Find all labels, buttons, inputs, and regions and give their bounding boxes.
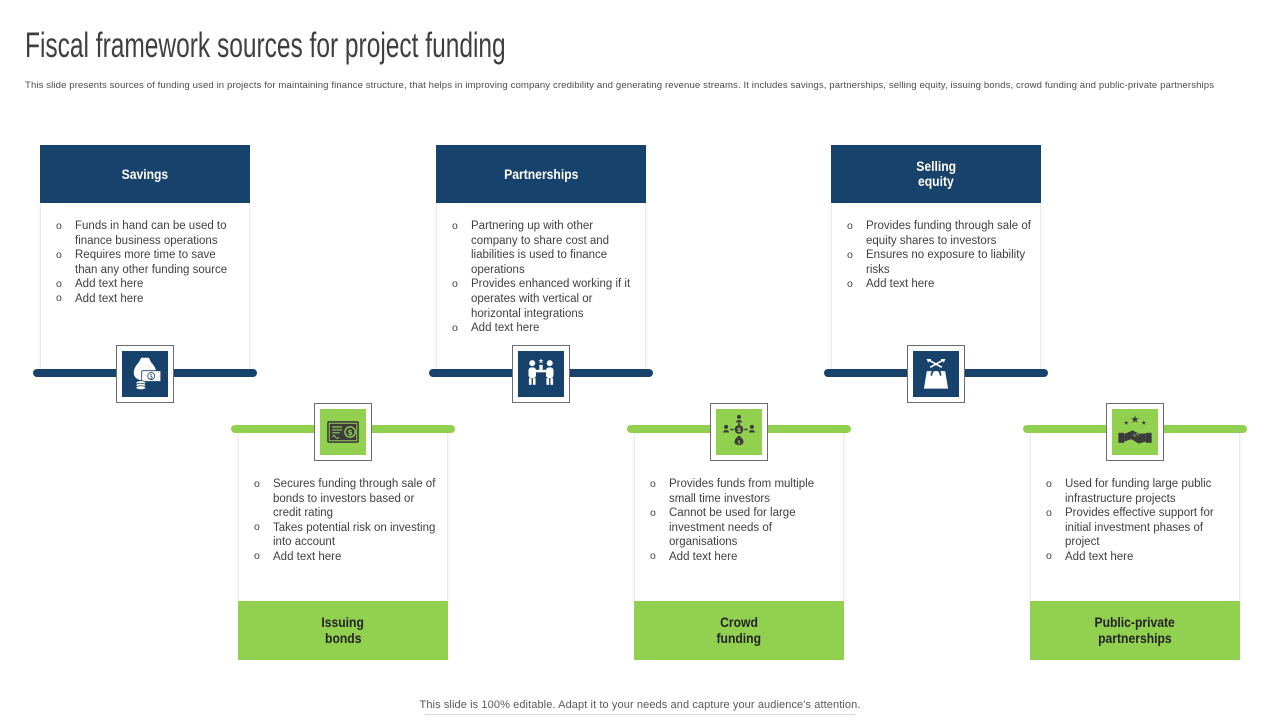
icon-frame [512,345,570,403]
bullet-item: Funds in hand can be used to finance bus… [55,218,241,248]
bullet-item: Provides effective support for initial i… [1045,506,1231,550]
card-footer-public-private: Public-private partnerships [1030,601,1240,660]
bullet-item: Provides funds from multiple small time … [649,476,835,506]
card-body: Used for funding large public infrastruc… [1030,433,1240,601]
icon-frame: $ [314,403,372,461]
svg-text:$: $ [737,440,740,446]
card-title-line2: bonds [324,630,362,646]
icon-tile [518,351,564,397]
card-body: Secures funding through sale of bonds to… [238,433,448,601]
card-savings: Savings Funds in hand can be used to fin… [33,145,257,403]
bullet-item: Add text here [649,549,835,565]
bullet-list: Funds in hand can be used to finance bus… [55,218,241,307]
card-body: Provides funding through sale of equity … [831,203,1041,373]
money-bag-icon: $ [133,357,162,391]
card-body: Funds in hand can be used to finance bus… [40,203,250,373]
card-header-selling-equity: Selling equity [831,145,1041,203]
card-body: Provides funds from multiple small time … [634,433,844,601]
bullet-item: Ensures no exposure to liability risks [846,248,1032,277]
card-title: Partnerships [503,166,579,182]
bullet-item: Provides funding through sale of equity … [846,218,1032,248]
bullet-item: Takes potential risk on investing into a… [253,520,439,550]
bullet-list: Provides funds from multiple small time … [649,476,835,565]
bullet-list: Provides funding through sale of equity … [846,218,1032,292]
card-body: Partnering up with other company to shar… [436,203,646,373]
shopping-bag-icon [923,358,949,389]
card-title: Selling [916,159,956,174]
card-title: Public-private [1094,614,1176,630]
bullet-item: Add text here [451,321,637,336]
handshake-stars-icon [1118,415,1152,444]
card-title-line2: partnerships [1098,630,1172,646]
icon-tile: $ [122,351,168,397]
bond-certificate-icon: $ [327,421,359,443]
svg-text:$: $ [737,427,741,434]
bullet-item: Requires more time to save than any othe… [55,248,241,277]
card-header-partnerships: Partnerships [436,145,646,203]
card-title: Crowd [720,614,758,630]
icon-frame [1106,403,1164,461]
slide-subtitle: This slide presents sources of funding u… [25,80,1215,91]
bullet-item: Add text here [55,291,241,307]
bullet-item: Used for funding large public infrastruc… [1045,476,1231,506]
icon-frame: $ [116,345,174,403]
footnote-divider [425,714,855,715]
partnership-icon [528,358,554,385]
bullet-list: Partnering up with other company to shar… [451,218,637,336]
icon-tile: $ [320,409,366,455]
card-title-line2: equity [918,174,954,189]
bullet-item: Add text here [1045,549,1231,565]
card-partnerships: Partnerships Partnering up with other co… [429,145,653,403]
card-title-line2: funding [716,630,762,646]
icon-tile [1112,409,1158,455]
svg-text:$: $ [149,374,153,380]
card-header-savings: Savings [40,145,250,203]
bullet-item: Secures funding through sale of bonds to… [253,477,439,521]
crowdfunding-network-icon: $ $ [723,414,755,446]
bullet-item: Provides enhanced working if it operates… [451,277,637,321]
icon-frame: $ $ [710,403,768,461]
card-title: Issuing [321,614,365,630]
slide-footnote: This slide is 100% editable. Adapt it to… [419,699,861,711]
bullet-item: Add text here [55,277,241,292]
bullet-item: Cannot be used for large investment need… [649,506,835,550]
bullet-item: Add text here [253,549,439,565]
page-title: Fiscal framework sources for project fun… [25,26,506,65]
card-footer-issuing-bonds: Issuing bonds [238,601,448,660]
bullet-item: Add text here [846,277,1032,292]
card-title: Savings [121,166,169,182]
icon-tile [913,351,959,397]
card-selling-equity: Selling equity Provides funding through … [824,145,1048,403]
card-footer-crowd-funding: Crowd funding [634,601,844,660]
icon-frame [907,345,965,403]
icon-tile: $ $ [716,409,762,455]
bullet-item: Partnering up with other company to shar… [451,218,637,277]
bullet-list: Secures funding through sale of bonds to… [253,477,439,565]
bullet-list: Used for funding large public infrastruc… [1045,476,1231,565]
svg-text:$: $ [347,428,352,437]
